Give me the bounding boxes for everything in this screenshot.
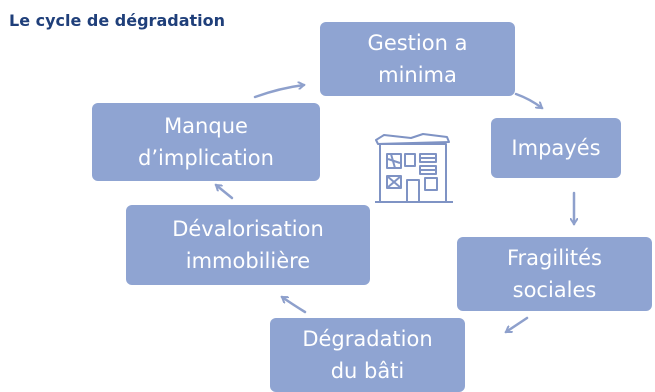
node-devalorisation-line-1: Dévalorisation xyxy=(172,217,324,241)
node-impayes: Impayés xyxy=(491,118,621,178)
arrow-degradation-to-devalorisation xyxy=(282,295,307,314)
node-fragilites-sociales: Fragilités sociales xyxy=(457,237,652,311)
node-manque-d-implication: Manque d’implication xyxy=(92,103,320,181)
node-degradation-du-bati: Dégradation du bâti xyxy=(270,318,465,392)
node-impayes-line-1: Impayés xyxy=(511,136,601,160)
node-fragilites-line-2: sociales xyxy=(512,278,597,302)
node-manque-line-1: Manque xyxy=(164,114,248,138)
arrow-gestion-to-impayes xyxy=(514,92,542,110)
node-gestion-line-1: Gestion a xyxy=(367,31,468,55)
node-fragilites-line-1: Fragilités xyxy=(507,246,602,270)
node-manque-line-2: d’implication xyxy=(138,146,274,170)
building-icon xyxy=(375,133,453,203)
node-gestion-a-minima: Gestion a minima xyxy=(320,22,515,96)
node-degradation-line-2: du bâti xyxy=(330,359,405,383)
arrow-devalorisation-to-manque xyxy=(216,183,234,200)
node-devalorisation-immobiliere: Dévalorisation immobilière xyxy=(126,205,370,285)
diagram-title: Le cycle de dégradation xyxy=(9,11,226,30)
cycle-arrows xyxy=(0,0,655,334)
arrow-fragilites-to-degradation xyxy=(506,316,529,334)
node-degradation-line-1: Dégradation xyxy=(302,327,433,351)
node-gestion-line-2: minima xyxy=(378,63,457,87)
arrow-manque-to-gestion xyxy=(253,85,304,99)
node-devalorisation-line-2: immobilière xyxy=(185,249,311,273)
